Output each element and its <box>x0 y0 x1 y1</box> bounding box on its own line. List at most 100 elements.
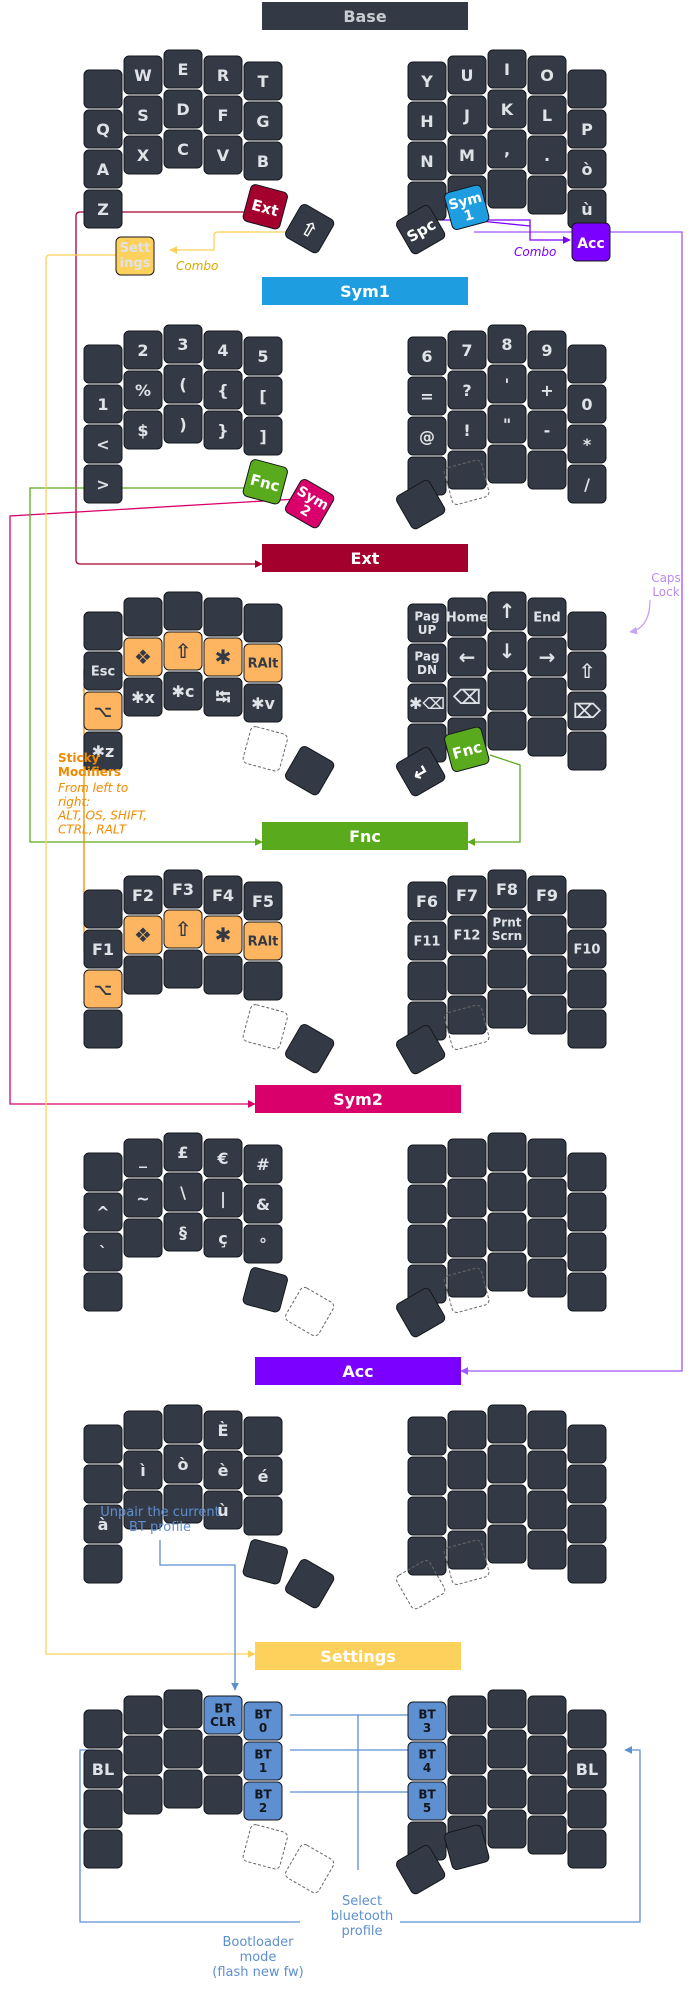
key-symbol[interactable]: % <box>123 370 163 410</box>
key-blank[interactable] <box>487 1252 527 1292</box>
key-blank[interactable] <box>487 1484 527 1524</box>
key-blank[interactable] <box>243 1496 283 1536</box>
thumb-key-blank[interactable] <box>444 459 491 506</box>
key-blank[interactable] <box>527 1695 567 1735</box>
key-blank[interactable] <box>83 69 123 109</box>
thumb-key-sym-2[interactable]: Sym2 <box>284 478 336 530</box>
thumb-key-blank[interactable] <box>242 1004 289 1051</box>
key-blank[interactable] <box>203 1775 243 1815</box>
key-blank[interactable] <box>163 1484 203 1524</box>
thumb-key-blank[interactable] <box>242 1824 289 1871</box>
key-blank[interactable] <box>123 955 163 995</box>
key-4[interactable]: 4 <box>203 330 243 370</box>
key-blank[interactable] <box>83 1424 123 1464</box>
key-blank[interactable] <box>487 711 527 751</box>
key-b[interactable]: B <box>243 141 283 181</box>
key-symbol[interactable]: ? <box>447 370 487 410</box>
key-symbol[interactable]: à <box>83 1504 123 1544</box>
key-f6[interactable]: F6 <box>407 881 447 921</box>
key-m[interactable]: M <box>447 135 487 175</box>
key-f1[interactable]: F1 <box>83 929 123 969</box>
key-blank[interactable] <box>447 1735 487 1775</box>
key-blank[interactable] <box>567 1424 607 1464</box>
key-blank[interactable] <box>567 1504 607 1544</box>
key-symbol[interactable]: ✱⌫ <box>407 683 447 723</box>
key-blank[interactable] <box>567 69 607 109</box>
key-blank[interactable] <box>527 955 567 995</box>
key-blank[interactable] <box>123 597 163 637</box>
key-s[interactable]: S <box>123 95 163 135</box>
key-blank[interactable] <box>527 717 567 757</box>
key-blank[interactable] <box>447 1258 487 1298</box>
key-e[interactable]: E <box>163 49 203 89</box>
key-i[interactable]: I <box>487 49 527 89</box>
key-symbol[interactable]: ! <box>447 410 487 450</box>
key-blank[interactable] <box>83 1709 123 1749</box>
key-symbol[interactable]: ⌦ <box>567 691 607 731</box>
key-f12[interactable]: F12 <box>447 915 487 955</box>
key-z[interactable]: ✱z <box>83 731 123 771</box>
key-symbol[interactable]: § <box>163 1212 203 1252</box>
key-blank[interactable] <box>447 955 487 995</box>
key-2[interactable]: 2 <box>123 330 163 370</box>
key-t[interactable]: T <box>243 61 283 101</box>
key-end[interactable]: End <box>527 597 567 637</box>
key-blank[interactable] <box>447 1530 487 1570</box>
key-symbol[interactable]: > <box>83 464 123 504</box>
key-blank[interactable] <box>487 1729 527 1769</box>
key-blank[interactable] <box>447 450 487 490</box>
key-symbol[interactable]: ⌫ <box>447 677 487 717</box>
key-blank[interactable] <box>527 1258 567 1298</box>
key-blank[interactable] <box>567 1009 607 1049</box>
key-7[interactable]: 7 <box>447 330 487 370</box>
key-blank[interactable] <box>447 1695 487 1735</box>
key-symbol[interactable]: { <box>203 370 243 410</box>
key-f10[interactable]: F10 <box>567 929 607 969</box>
key-blank[interactable] <box>487 949 527 989</box>
key-w[interactable]: W <box>123 55 163 95</box>
key-blank[interactable] <box>567 889 607 929</box>
key-blank[interactable] <box>407 1536 447 1576</box>
key-blank[interactable] <box>567 1709 607 1749</box>
key-8[interactable]: 8 <box>487 324 527 364</box>
key-symbol[interactable]: È <box>203 1410 243 1450</box>
key-blank[interactable] <box>527 175 567 215</box>
key-j[interactable]: J <box>447 95 487 135</box>
thumb-key-blank[interactable] <box>284 1843 336 1895</box>
key-blank[interactable] <box>487 1132 527 1172</box>
thumb-key-blank[interactable] <box>284 1286 336 1338</box>
key-blank[interactable] <box>203 955 243 995</box>
key-d[interactable]: D <box>163 89 203 129</box>
key-blank[interactable] <box>487 671 527 711</box>
key-blank[interactable] <box>123 1735 163 1775</box>
key-blank[interactable] <box>407 1496 447 1536</box>
key-9[interactable]: 9 <box>527 330 567 370</box>
thumb-key-sym-1[interactable]: Sym1 <box>444 184 491 231</box>
key-symbol[interactable]: " <box>487 404 527 444</box>
key-symbol[interactable]: _ <box>123 1138 163 1178</box>
key-f7[interactable]: F7 <box>447 875 487 915</box>
key-symbol[interactable]: # <box>243 1144 283 1184</box>
key-blank[interactable] <box>487 1172 527 1212</box>
key-o[interactable]: O <box>527 55 567 95</box>
key-symbol[interactable]: ì <box>123 1450 163 1490</box>
thumb-key-blank[interactable] <box>444 1824 491 1871</box>
key-blank[interactable] <box>527 1530 567 1570</box>
key-symbol[interactable]: @ <box>407 416 447 456</box>
key-blank[interactable] <box>83 1789 123 1829</box>
key-f11[interactable]: F11 <box>407 921 447 961</box>
key-symbol[interactable]: ù <box>203 1490 243 1530</box>
key-blank[interactable] <box>567 1464 607 1504</box>
key-blank[interactable] <box>487 444 527 484</box>
key-f3[interactable]: F3 <box>163 869 203 909</box>
key-blank[interactable] <box>447 1138 487 1178</box>
key-blank[interactable] <box>163 1689 203 1729</box>
key-blank[interactable] <box>83 1464 123 1504</box>
